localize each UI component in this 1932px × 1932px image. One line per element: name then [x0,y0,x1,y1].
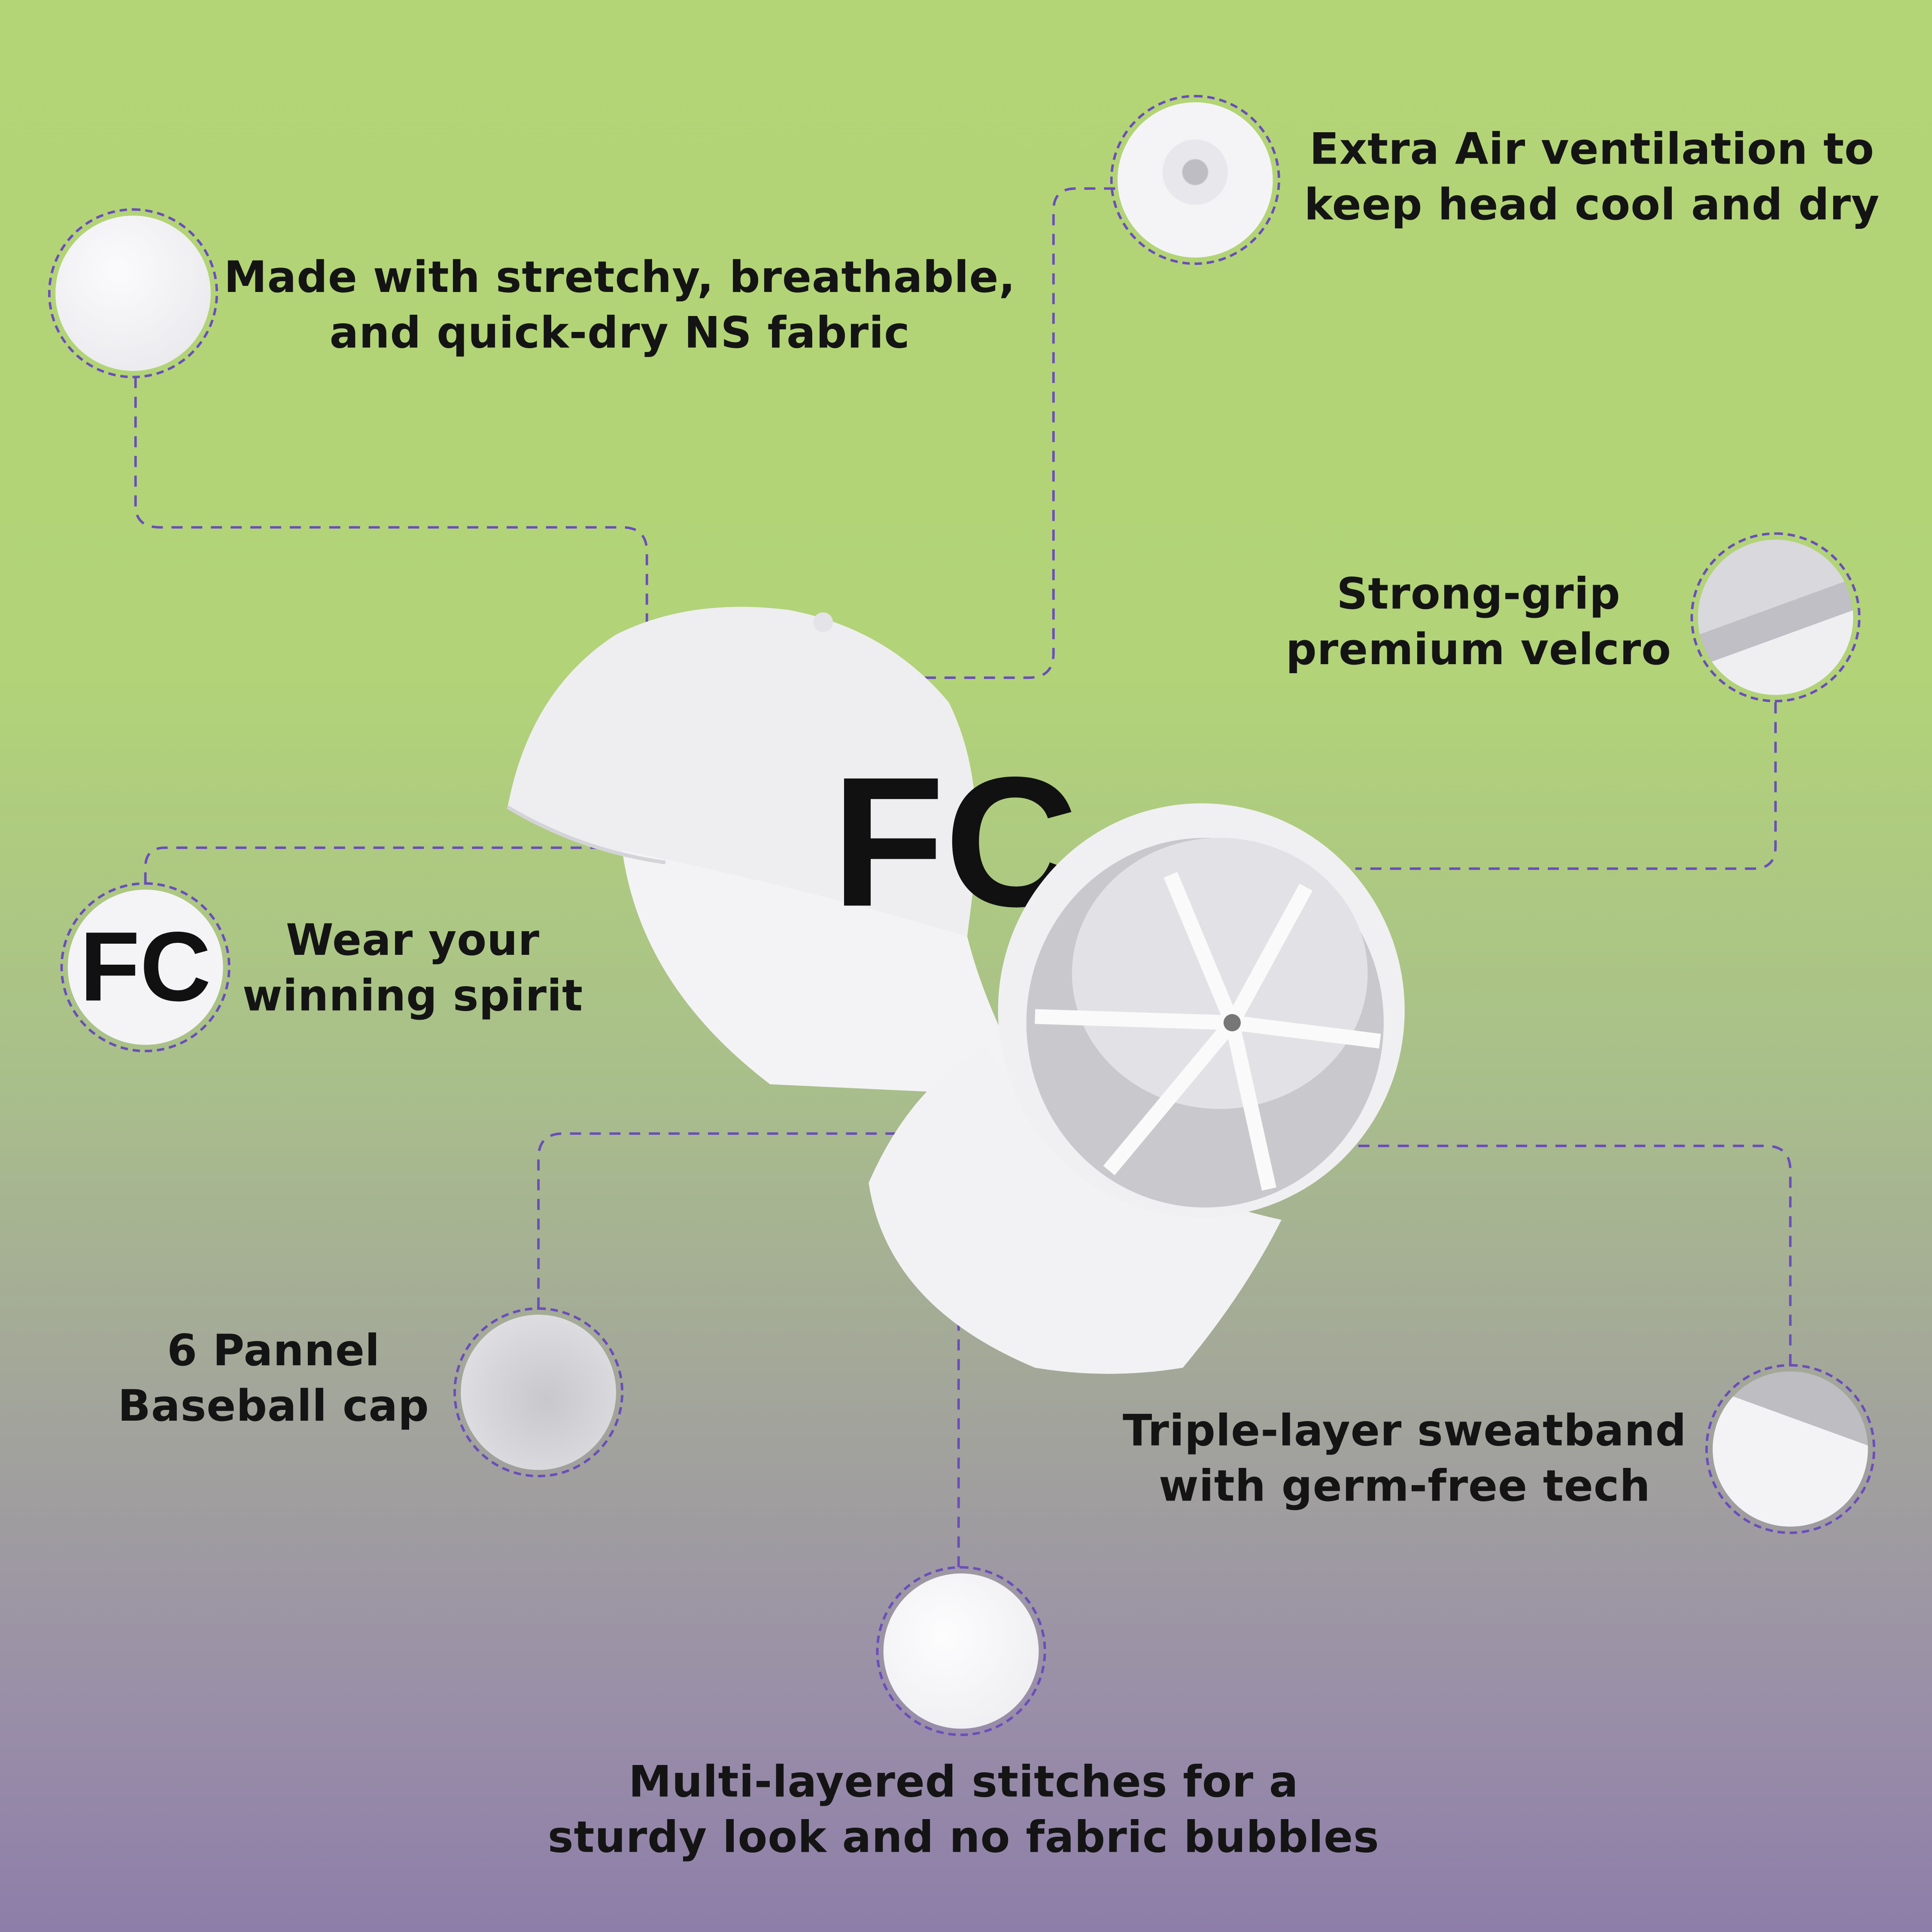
logo-detail-circle: FC [60,882,231,1052]
feature-ventilation-text: Extra Air ventilation to keep head cool a… [1304,123,1880,234]
stitches-detail-circle [876,1566,1046,1736]
feature-line: with germ-free tech [1158,1462,1651,1512]
feature-line: premium velcro [1285,626,1671,675]
eyelet-icon [1117,102,1273,258]
feature-fabric-text: Made with stretchy, breathable, and quick… [224,251,1016,362]
feature-line: Multi-layered stitches for a [628,1758,1299,1808]
stitches-detail-image [883,1573,1039,1729]
ventilation-detail-circle [1110,94,1280,265]
feature-line: 6 Pannel [167,1327,380,1376]
cap-front-image: FC [507,607,1078,1097]
sweatband-detail-circle [1705,1364,1875,1534]
feature-stitches-text: Multi-layered stitches for a sturdy look … [548,1756,1379,1867]
fc-logo-text: FC [79,911,211,1022]
feature-line: Baseball cap [118,1382,429,1432]
fabric-detail-image [55,216,211,371]
connector-velcro [1355,702,1777,870]
feature-line: and quick-dry NS fabric [329,309,910,359]
cap-underside-image [869,803,1405,1374]
fabric-detail-circle [48,208,218,379]
feature-logo-text: Wear your winning spirit [243,914,583,1025]
connector-ventilation [819,187,1115,679]
feature-line: Strong-grip [1337,570,1621,620]
sweatband-detail-image [1713,1371,1868,1527]
feature-line: Made with stretchy, breathable, [224,254,1016,303]
feature-line: Extra Air ventilation to [1309,125,1874,175]
feature-line: Wear your [286,917,540,966]
panel-detail-circle [453,1307,624,1478]
feature-line: keep head cool and dry [1304,181,1880,231]
connector-fabric [134,377,648,721]
feature-line: sturdy look and no fabric bubbles [547,1814,1379,1863]
velcro-detail-image [1698,540,1853,695]
connector-logo [144,846,869,884]
fc-logo-icon: FC [67,890,223,1045]
feature-line: Triple-layer sweatband [1122,1407,1687,1457]
velcro-detail-circle [1690,532,1861,702]
panel-detail-image [461,1315,616,1470]
feature-line: winning spirit [242,972,583,1022]
feature-velcro-text: Strong-grip premium velcro [1286,568,1671,679]
